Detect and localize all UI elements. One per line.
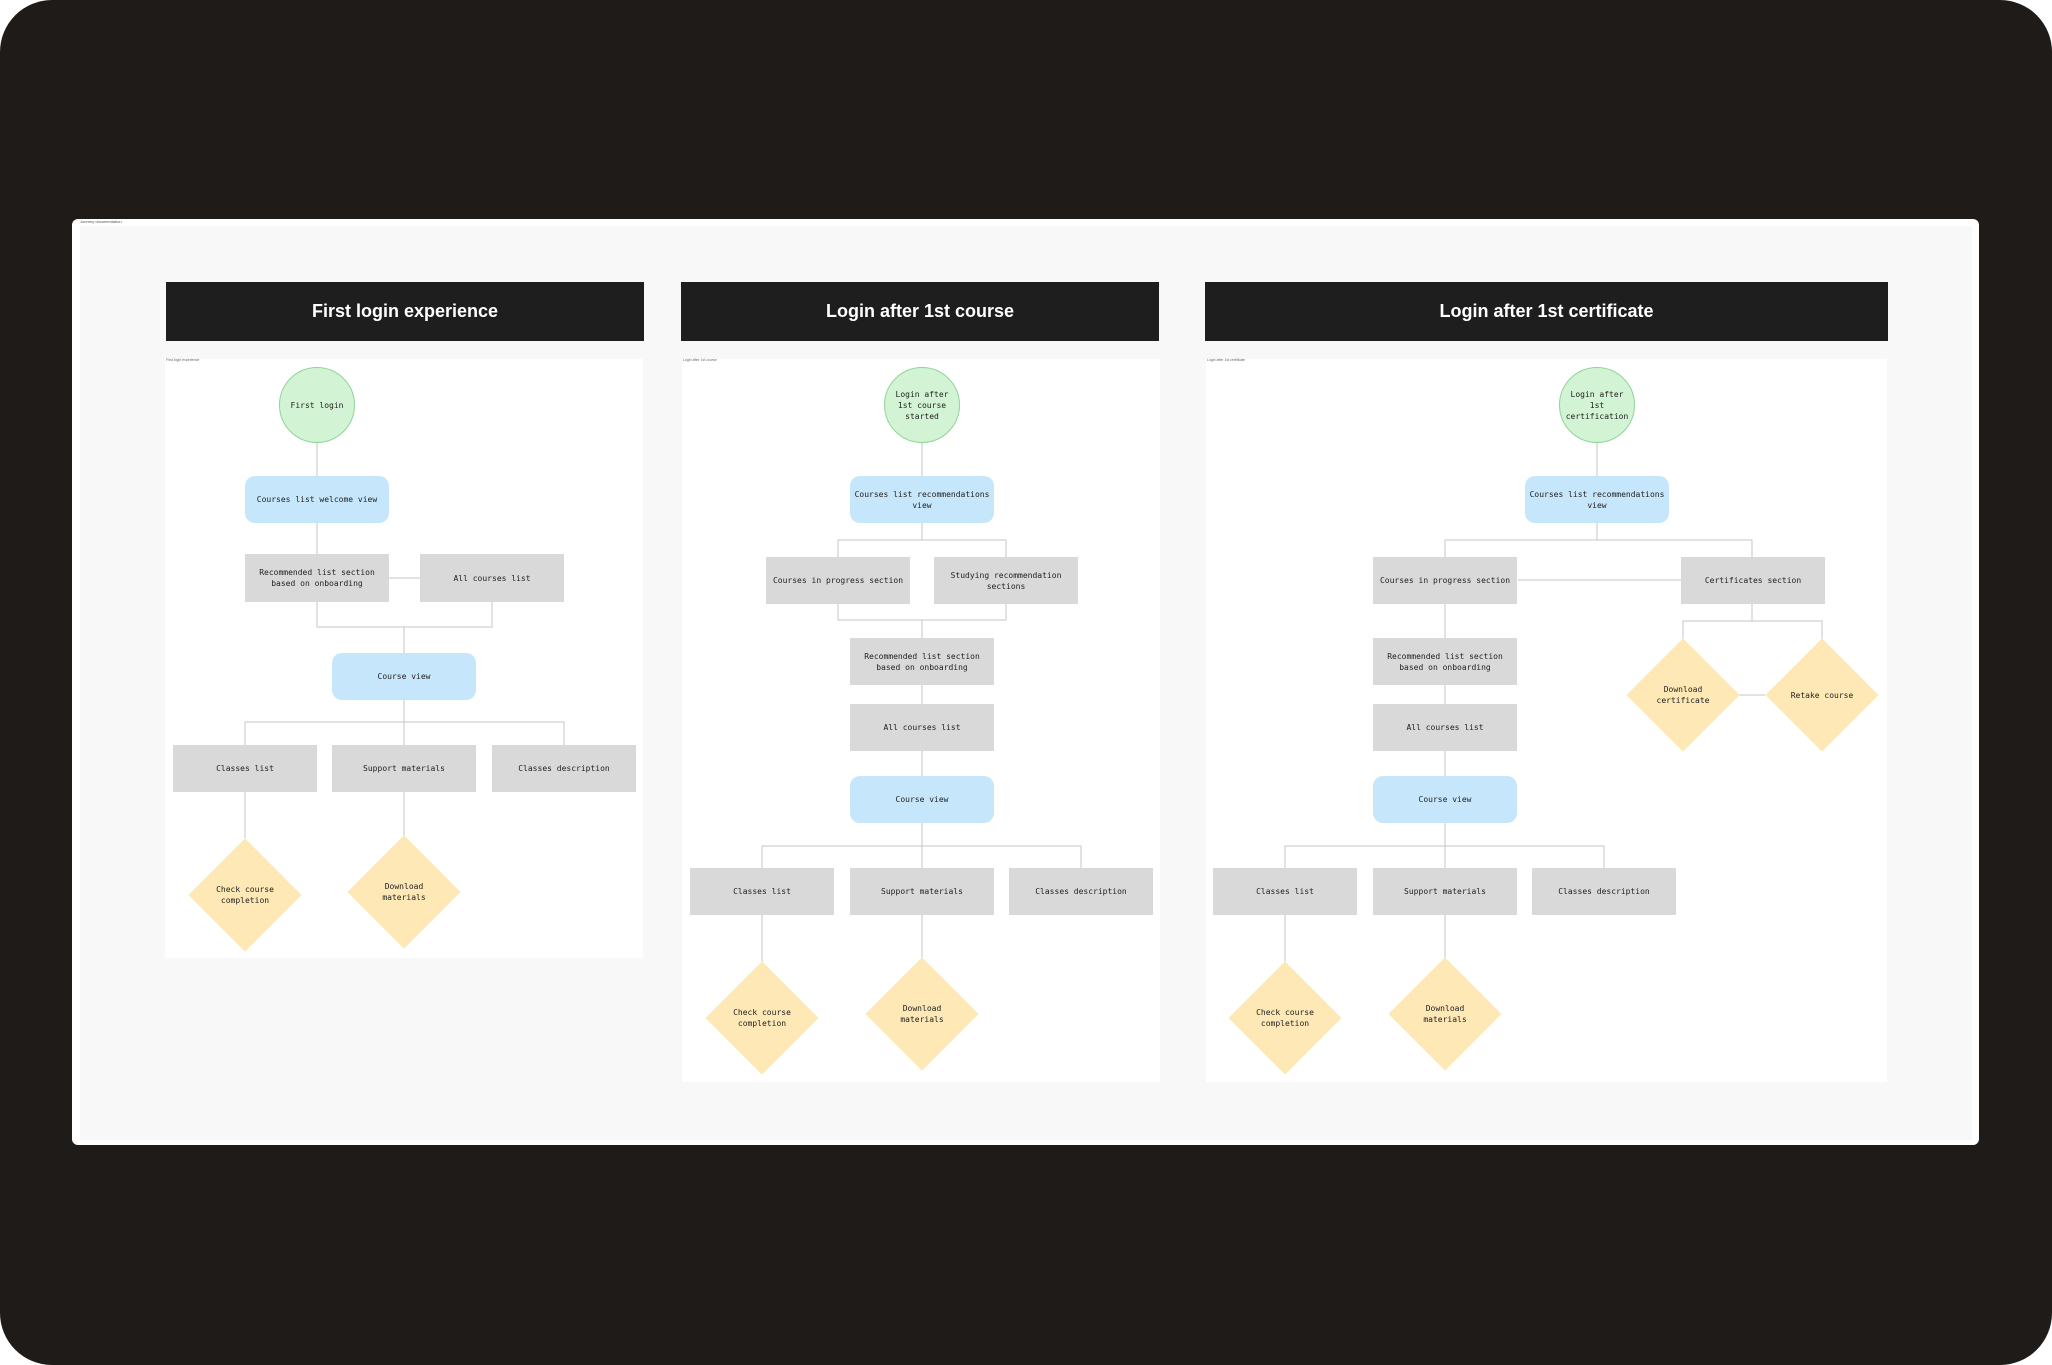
section-node-classes-list: Classes list [173,745,317,792]
view-node-course: Course view [850,776,994,823]
view-node-course: Course view [332,653,476,700]
section-node-in-progress: Courses in progress section [766,557,910,604]
start-node-after-course: Login after 1st course started [884,367,960,443]
section-node-support-materials: Support materials [850,868,994,915]
action-label: Download materials [382,882,426,902]
action-node-download-materials: Download materials [1388,957,1502,1071]
section-node-all-courses: All courses list [420,554,564,602]
action-label: Download materials [900,1004,944,1024]
section-node-studying-recommendation: Studying recommendation sections [934,557,1078,604]
board-label: Journey documentation [80,219,122,224]
section-node-recommended: Recommended list section based on onboar… [1373,638,1517,685]
action-label: Download certificate [1656,685,1710,705]
view-node-recommendations: Courses list recommendations view [1525,476,1669,523]
frame-label: Login after 1st certificate [1207,358,1246,362]
view-node-course: Course view [1373,776,1517,823]
section-node-all-courses: All courses list [1373,704,1517,751]
action-label: Retake course [1790,690,1854,700]
frame-label: First login experience [166,358,200,362]
column-header-after-certificate: Login after 1st certificate [1205,282,1888,341]
action-label: Check course completion [216,885,274,905]
view-node-recommendations: Courses list recommendations view [850,476,994,523]
section-node-support-materials: Support materials [332,745,476,792]
section-node-all-courses: All courses list [850,704,994,751]
section-node-recommended: Recommended list section based on onboar… [245,554,389,602]
action-label: Check course completion [1256,1008,1314,1028]
section-node-classes-description: Classes description [1009,868,1153,915]
action-node-check-completion: Check course completion [705,961,819,1075]
action-label: Check course completion [733,1008,791,1028]
start-node-after-certificate: Login after 1st certification [1559,367,1635,443]
action-node-download-materials: Download materials [347,835,461,949]
column-header-after-course: Login after 1st course [681,282,1159,341]
action-node-download-materials: Download materials [865,957,979,1071]
action-node-retake-course: Retake course [1765,638,1879,752]
section-node-classes-description: Classes description [492,745,636,792]
section-node-in-progress: Courses in progress section [1373,557,1517,604]
action-label: Download materials [1423,1004,1467,1024]
start-node-first-login: First login [279,367,355,443]
section-node-support-materials: Support materials [1373,868,1517,915]
section-node-recommended: Recommended list section based on onboar… [850,638,994,685]
action-node-check-completion: Check course completion [188,838,302,952]
section-node-classes-list: Classes list [690,868,834,915]
frame-label: Login after 1st course [683,358,717,362]
section-node-certificates: Certificates section [1681,557,1825,604]
action-node-check-completion: Check course completion [1228,961,1342,1075]
section-node-classes-list: Classes list [1213,868,1357,915]
column-header-first-login: First login experience [166,282,644,341]
action-node-download-certificate: Download certificate [1626,638,1740,752]
view-node-welcome: Courses list welcome view [245,476,389,523]
section-node-classes-description: Classes description [1532,868,1676,915]
